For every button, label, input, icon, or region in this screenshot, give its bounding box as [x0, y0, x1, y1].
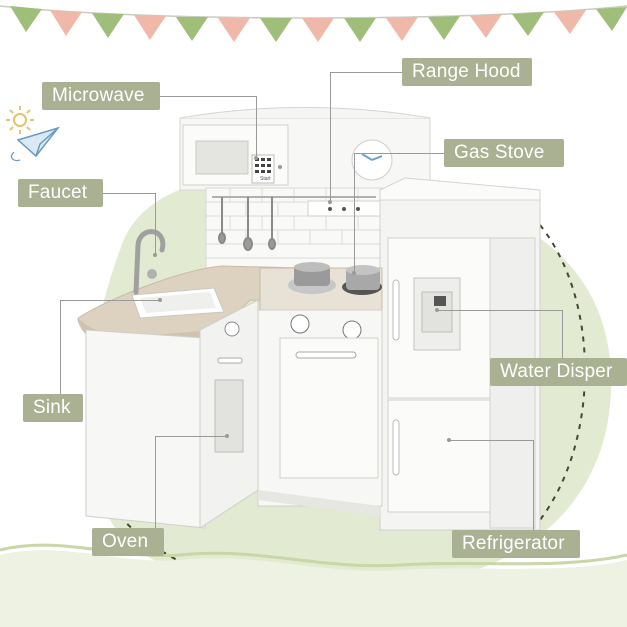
stove-door — [279, 337, 379, 479]
label-sink: Sink — [23, 394, 83, 422]
paper-plane-doodle — [10, 126, 61, 162]
sink-cabinet — [85, 329, 206, 529]
leader-sink-v — [60, 300, 61, 394]
leader-faucet-v — [155, 193, 156, 255]
bunting-flags — [10, 6, 627, 42]
oven-window — [214, 379, 244, 453]
leader-water — [437, 310, 562, 311]
microwave-keypad — [251, 154, 275, 184]
utensils — [218, 197, 276, 251]
label-gas-stove: Gas Stove — [444, 139, 564, 167]
leader-faucet — [103, 193, 155, 194]
label-refrigerator: Refrigerator — [452, 530, 580, 558]
leader-fridge-v — [533, 440, 534, 530]
microwave-start-label: Start — [260, 176, 271, 182]
leader-gas-stove — [354, 153, 444, 154]
leader-fridge-h — [449, 440, 533, 441]
label-water-dispenser: Water Disper — [490, 358, 627, 386]
label-oven: Oven — [92, 528, 164, 556]
leader-range-hood-h — [330, 72, 402, 73]
label-range-hood: Range Hood — [402, 58, 532, 86]
leader-microwave — [160, 96, 256, 97]
fridge-bottom-door — [387, 399, 491, 513]
leader-sink-h — [60, 300, 160, 301]
leader-microwave-v — [256, 96, 257, 158]
leader-oven-v — [155, 436, 156, 528]
leader-oven-h — [155, 436, 227, 437]
microwave-window — [195, 140, 249, 175]
faucet-shape — [133, 229, 166, 295]
ground-wave — [0, 550, 627, 627]
sun-doodle — [6, 106, 34, 134]
label-microwave: Microwave — [42, 82, 160, 110]
leader-range-hood — [330, 72, 331, 202]
leader-water-v — [562, 310, 563, 362]
leader-gas-stove-v — [354, 153, 355, 273]
label-faucet: Faucet — [18, 179, 103, 207]
